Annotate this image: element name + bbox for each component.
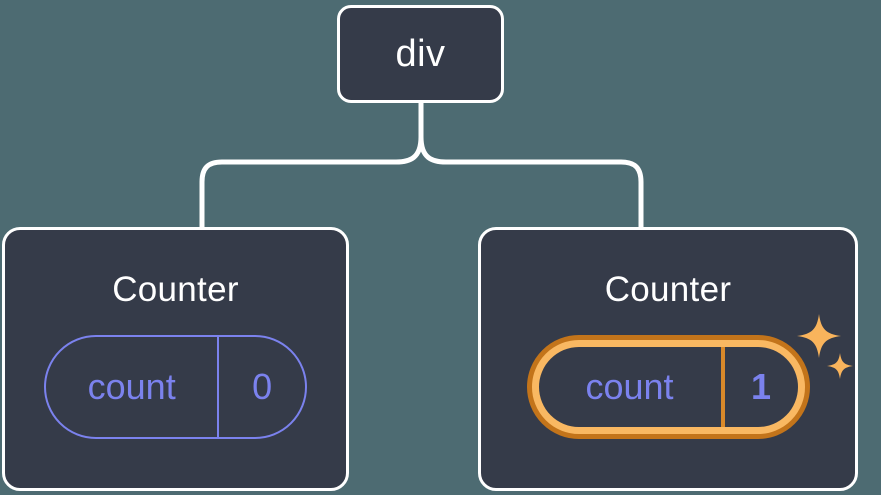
node-counter-left-label: Counter xyxy=(112,270,239,309)
connector-branch-right xyxy=(418,136,644,228)
state-pill-right-wrap: count 1 xyxy=(481,335,855,439)
connector-branch-left xyxy=(199,136,424,228)
node-counter-right-label: Counter xyxy=(604,270,732,309)
state-pill-left-wrap: count 0 xyxy=(5,335,346,439)
state-pill-right-key: count xyxy=(539,347,725,427)
state-pill-count-1-highlighted[interactable]: count 1 xyxy=(526,335,810,439)
node-counter-right[interactable]: Counter count 1 xyxy=(478,227,858,491)
state-pill-right-value: 1 xyxy=(750,366,772,407)
state-pill-left-key: count xyxy=(46,337,220,437)
node-div-label: div xyxy=(395,33,446,75)
state-pill-left-value: 0 xyxy=(252,366,273,407)
state-pill-right-inner: count 1 xyxy=(538,347,798,427)
state-pill-count-0[interactable]: count 0 xyxy=(44,335,307,439)
node-counter-left[interactable]: Counter count 0 xyxy=(2,227,349,491)
node-div[interactable]: div xyxy=(337,5,504,103)
